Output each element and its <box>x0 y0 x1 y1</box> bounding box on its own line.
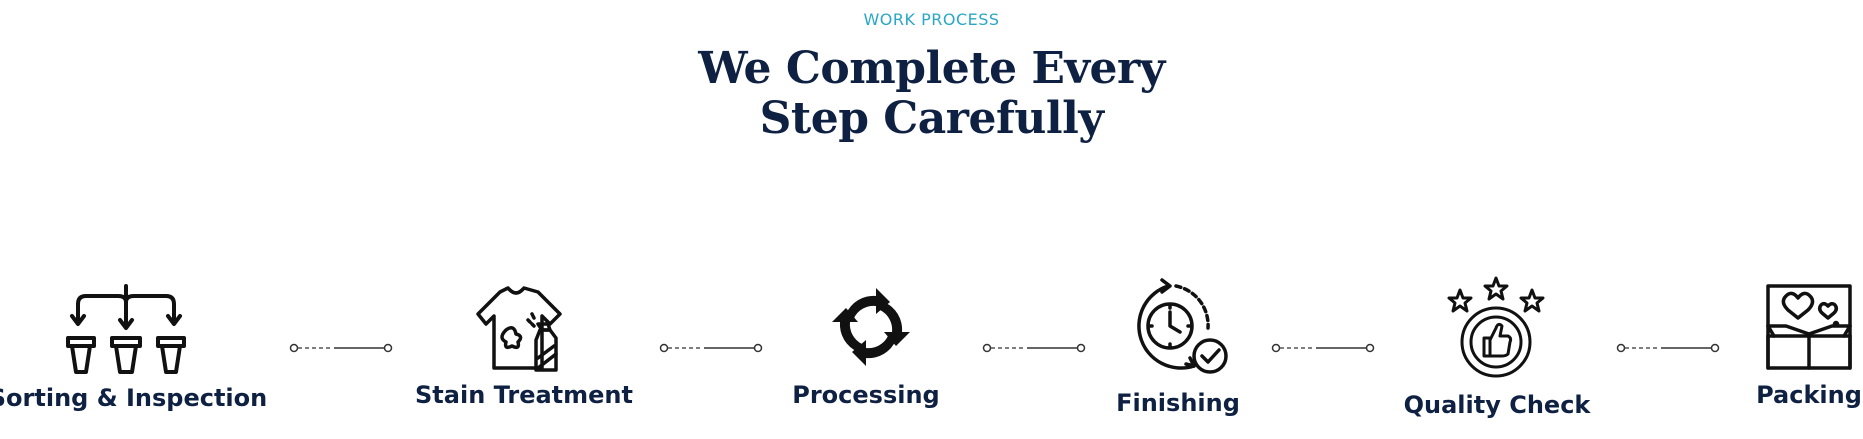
step-connector <box>1616 343 1720 353</box>
step-label: Processing <box>792 381 940 409</box>
quality-check-icon <box>1447 276 1545 378</box>
heading-line-2: Step Carefully <box>759 93 1104 144</box>
section-heading: We Complete Every Step Carefully <box>0 44 1863 144</box>
step-connector <box>982 343 1086 353</box>
step-label: Stain Treatment <box>415 381 633 409</box>
stain-treatment-icon <box>476 286 562 372</box>
packing-icon <box>1766 284 1852 370</box>
step-connector <box>659 343 763 353</box>
step-label: Packing <box>1756 381 1862 409</box>
step-connector <box>289 343 393 353</box>
step-label: Finishing <box>1116 389 1240 417</box>
processing-icon <box>832 288 910 366</box>
step-label: Quality Check <box>1403 391 1591 419</box>
heading-line-1: We Complete Every <box>698 43 1165 94</box>
section-eyebrow: WORK PROCESS <box>863 10 1000 29</box>
sorting-icon <box>66 284 186 374</box>
finishing-icon <box>1137 278 1228 374</box>
step-label: Sorting & Inspection <box>0 384 268 412</box>
step-connector <box>1271 343 1375 353</box>
